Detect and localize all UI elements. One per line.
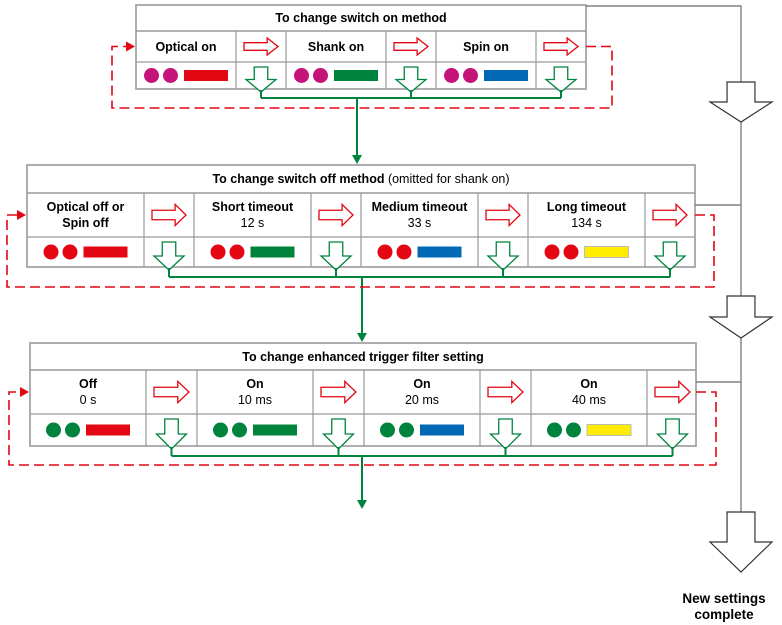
led-dot-icon [62,244,78,260]
confirm-arrow-icon [653,241,687,271]
led-bar-icon [83,246,128,258]
led-dot-icon [213,422,228,438]
next-step-arrow-icon [243,36,280,57]
led-bar-icon [86,424,130,436]
next-step-arrow-icon [543,36,580,57]
next-step-arrow-icon [151,202,187,228]
led-dot-icon [163,68,178,83]
next-step-arrow-icon [487,379,524,405]
loop-back-arrowhead-icon [17,210,26,220]
confirm-arrow-icon [319,241,353,271]
confirm-arrow-icon [394,66,428,93]
step-label: Medium timeout [371,200,468,214]
step-label: On [413,377,431,391]
confirm-arrow-icon [321,418,356,450]
next-step-arrow-icon [320,379,357,405]
next-step-arrow-icon [652,202,688,228]
panel-title-text: To change enhanced trigger filter settin… [242,349,484,364]
led-dot-icon [210,244,226,260]
next-step-arrow-icon [485,202,521,228]
panel-title-text: To change switch on method [275,11,447,25]
step-sublabel: 20 ms [404,393,440,407]
next-step-arrow-icon [153,379,190,405]
led-bar-icon [484,70,528,81]
step-sublabel: 40 ms [571,393,607,407]
led-dot-icon [396,244,412,260]
led-dot-icon [566,422,581,438]
skip-path-line [586,5,742,82]
led-bar-icon [420,424,464,436]
panel-3-box [29,342,697,447]
green-exit-arrowhead-icon [352,155,362,164]
led-bar-icon [584,246,629,258]
led-dot-icon [65,422,80,438]
confirm-arrow-icon [655,418,690,450]
led-dot-icon [399,422,414,438]
step-sublabel: 12 s [240,216,265,230]
led-dot-icon [377,244,393,260]
led-dot-icon [144,68,159,83]
panel-3-title: To change enhanced trigger filter settin… [30,349,696,365]
step-label: On [246,377,264,391]
skip-arrow-icon [708,295,774,339]
loop-back-arrowhead-icon [126,41,135,52]
confirm-arrow-icon [486,241,520,271]
panel-title-text: To change switch off method [212,172,385,186]
confirm-arrow-icon [154,418,189,450]
step-label: Shank on [307,39,365,54]
led-bar-icon [184,70,228,81]
final-label: New settings complete [682,591,766,622]
led-bar-icon [334,70,378,81]
panel-1-title: To change switch on method [136,10,586,26]
led-dot-icon [43,244,59,260]
led-bar-icon [417,246,462,258]
step-sublabel: 33 s [407,216,432,230]
led-bar-icon [586,424,632,436]
loop-back-dashed-line [111,45,613,109]
next-step-arrow-icon [318,202,354,228]
led-dot-icon [313,68,328,83]
confirm-arrow-icon [544,66,578,93]
step-label: Spin on [463,39,509,54]
panel-title-note: (omitted for shank on) [384,172,510,186]
loop-back-dashed-line [6,214,715,288]
led-dot-icon [232,422,247,438]
green-exit-arrowhead-icon [357,333,367,342]
step-label: Long timeout [546,200,627,214]
skip-arrow-icon [707,81,775,123]
skip-arrow-icon [708,511,774,573]
led-bar-icon [250,246,295,258]
step-sublabel: 10 ms [237,393,273,407]
confirm-arrow-icon [152,241,186,271]
step-sublabel: 0 s [79,393,97,407]
step-label: Optical off or [46,200,125,214]
led-dot-icon [463,68,478,83]
led-dot-icon [544,244,560,260]
led-dot-icon [46,422,61,438]
step-label: Optical on [155,39,217,54]
next-step-arrow-icon [393,36,430,57]
step-sublabel: 134 s [571,216,602,230]
confirm-arrow-icon [244,66,278,93]
led-dot-icon [294,68,309,83]
led-dot-icon [444,68,459,83]
loop-back-arrowhead-icon [20,387,29,397]
green-exit-arrowhead-icon [357,500,367,509]
led-dot-icon [547,422,562,438]
step-label: On [580,377,598,391]
led-dot-icon [380,422,395,438]
led-dot-icon [229,244,245,260]
led-bar-icon [253,424,297,436]
next-step-arrow-icon [654,379,691,405]
panel-2-title: To change switch off method (omitted for… [27,171,695,187]
step-label: Off [78,377,98,391]
confirm-arrow-icon [488,418,523,450]
step-label: Short timeout [211,200,294,214]
step-sublabel: Spin off [62,216,109,230]
loop-back-dashed-line [8,391,717,466]
led-dot-icon [563,244,579,260]
